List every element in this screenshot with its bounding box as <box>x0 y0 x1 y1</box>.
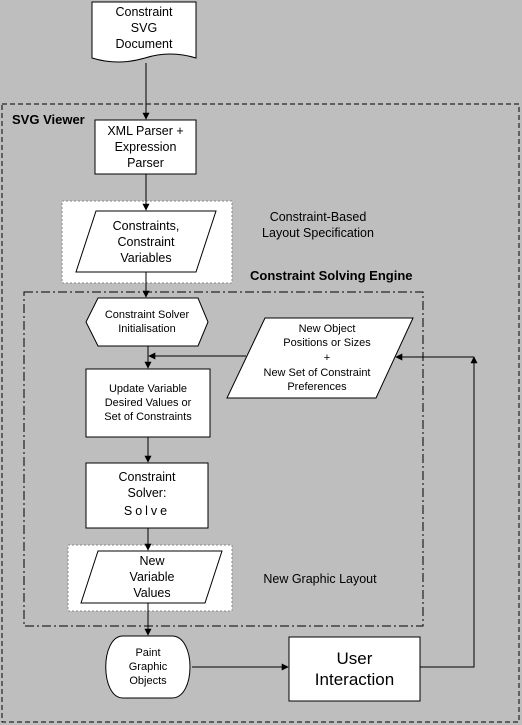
paint-label: Paint Graphic Objects <box>128 647 168 687</box>
parser-label: XML Parser + Expression Parser <box>107 124 184 170</box>
constraint-solving-engine-region <box>23 291 424 627</box>
paint-display-shape <box>105 635 191 699</box>
document-label: Constraint SVG Document <box>115 5 173 51</box>
svg-viewer-title: SVG Viewer <box>12 112 85 127</box>
new-values-parallelogram <box>80 550 223 604</box>
update-box <box>85 368 211 438</box>
constraints-label: Constraints, Constraint Variables <box>112 218 180 265</box>
new-values-label: New Variable Values <box>129 554 175 600</box>
update-label: Update Variable Desired Values or Set of… <box>104 383 192 423</box>
user-interaction-box <box>288 636 421 702</box>
constraint-solving-engine-title: Constraint Solving Engine <box>250 268 413 283</box>
init-hexagon <box>85 297 209 347</box>
new-object-label-top: New Object Positions or Sizes <box>283 323 371 349</box>
constraints-parallelogram <box>75 210 217 273</box>
new-object-plus: + <box>323 352 331 364</box>
solver-label-top: Constraint Solver: <box>118 470 176 500</box>
parser-box <box>94 119 197 175</box>
new-graphic-layout-label: New Graphic Layout <box>263 572 377 586</box>
solver-label-solve: Solve <box>123 504 171 518</box>
solver-box <box>85 462 209 529</box>
init-label: Constraint Solver Initialisation <box>104 309 190 335</box>
document-shape <box>91 1 197 63</box>
user-interaction-label: User Interaction <box>314 649 395 689</box>
svg-viewer-region <box>1 103 520 723</box>
layout-specification-label: Constraint-Based Layout Specification <box>262 210 374 240</box>
new-object-parallelogram <box>226 317 414 399</box>
new-object-label-bottom: New Set of Constraint Preferences <box>263 367 371 393</box>
arrow-user-to-loop <box>420 356 478 668</box>
